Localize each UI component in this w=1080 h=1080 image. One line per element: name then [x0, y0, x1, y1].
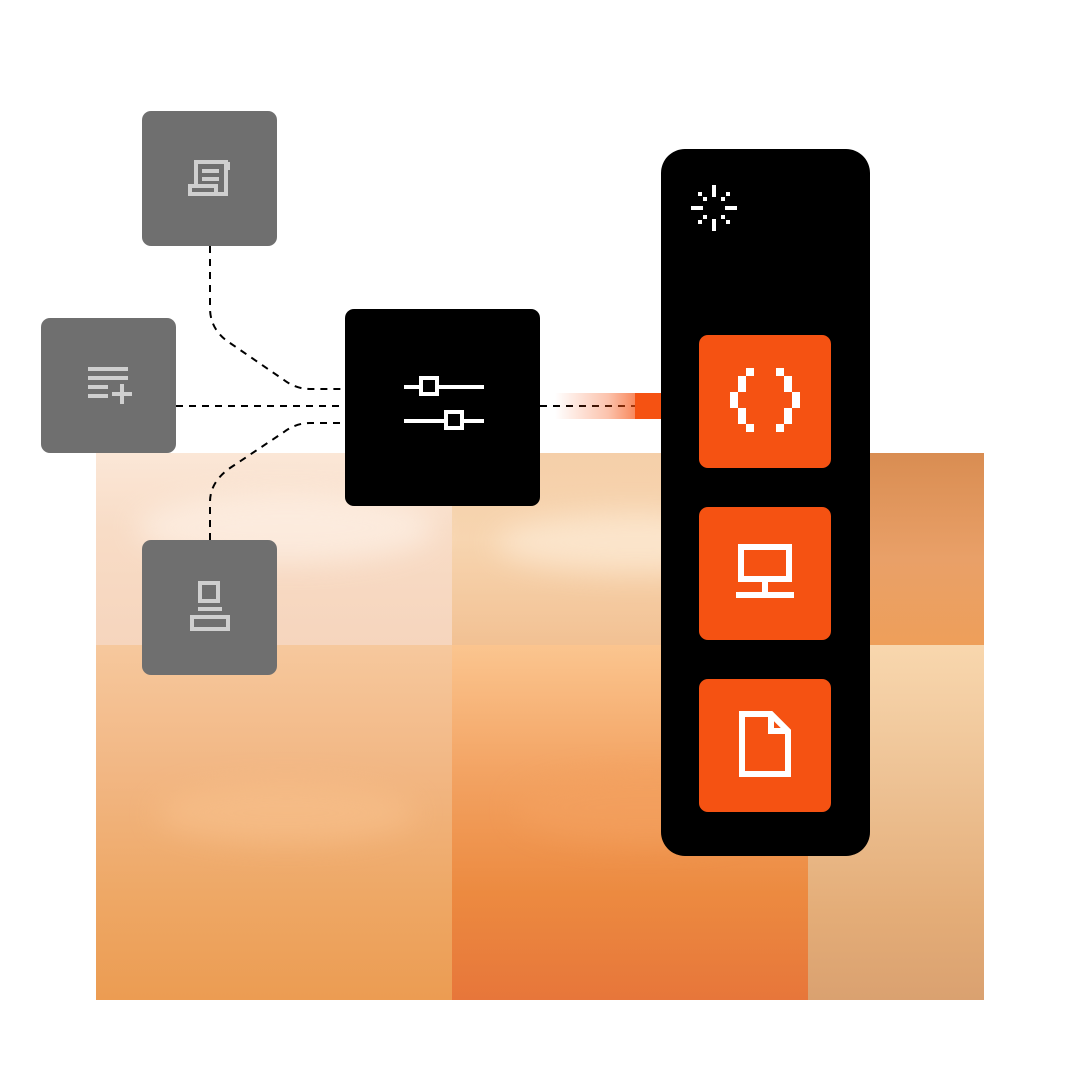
playlist-add-icon	[86, 364, 132, 408]
source-node-list[interactable]	[41, 318, 176, 453]
tool-panel	[661, 149, 870, 856]
connector-top	[209, 246, 345, 390]
user-icon	[189, 580, 230, 635]
tool-button-monitor[interactable]	[699, 507, 831, 640]
source-node-script[interactable]	[142, 111, 277, 246]
sparkle-icon	[689, 183, 739, 237]
source-node-user[interactable]	[142, 540, 277, 675]
sliders-icon	[402, 375, 484, 440]
hub-node-processor[interactable]	[345, 309, 540, 506]
connector-bottom	[209, 422, 345, 540]
document-icon	[739, 710, 791, 781]
braces-icon	[730, 366, 800, 438]
monitor-icon	[736, 542, 794, 606]
tool-button-code[interactable]	[699, 335, 831, 468]
mountain-haze	[156, 783, 416, 843]
output-port	[635, 393, 661, 419]
script-document-icon	[186, 154, 234, 204]
tool-button-document[interactable]	[699, 679, 831, 812]
